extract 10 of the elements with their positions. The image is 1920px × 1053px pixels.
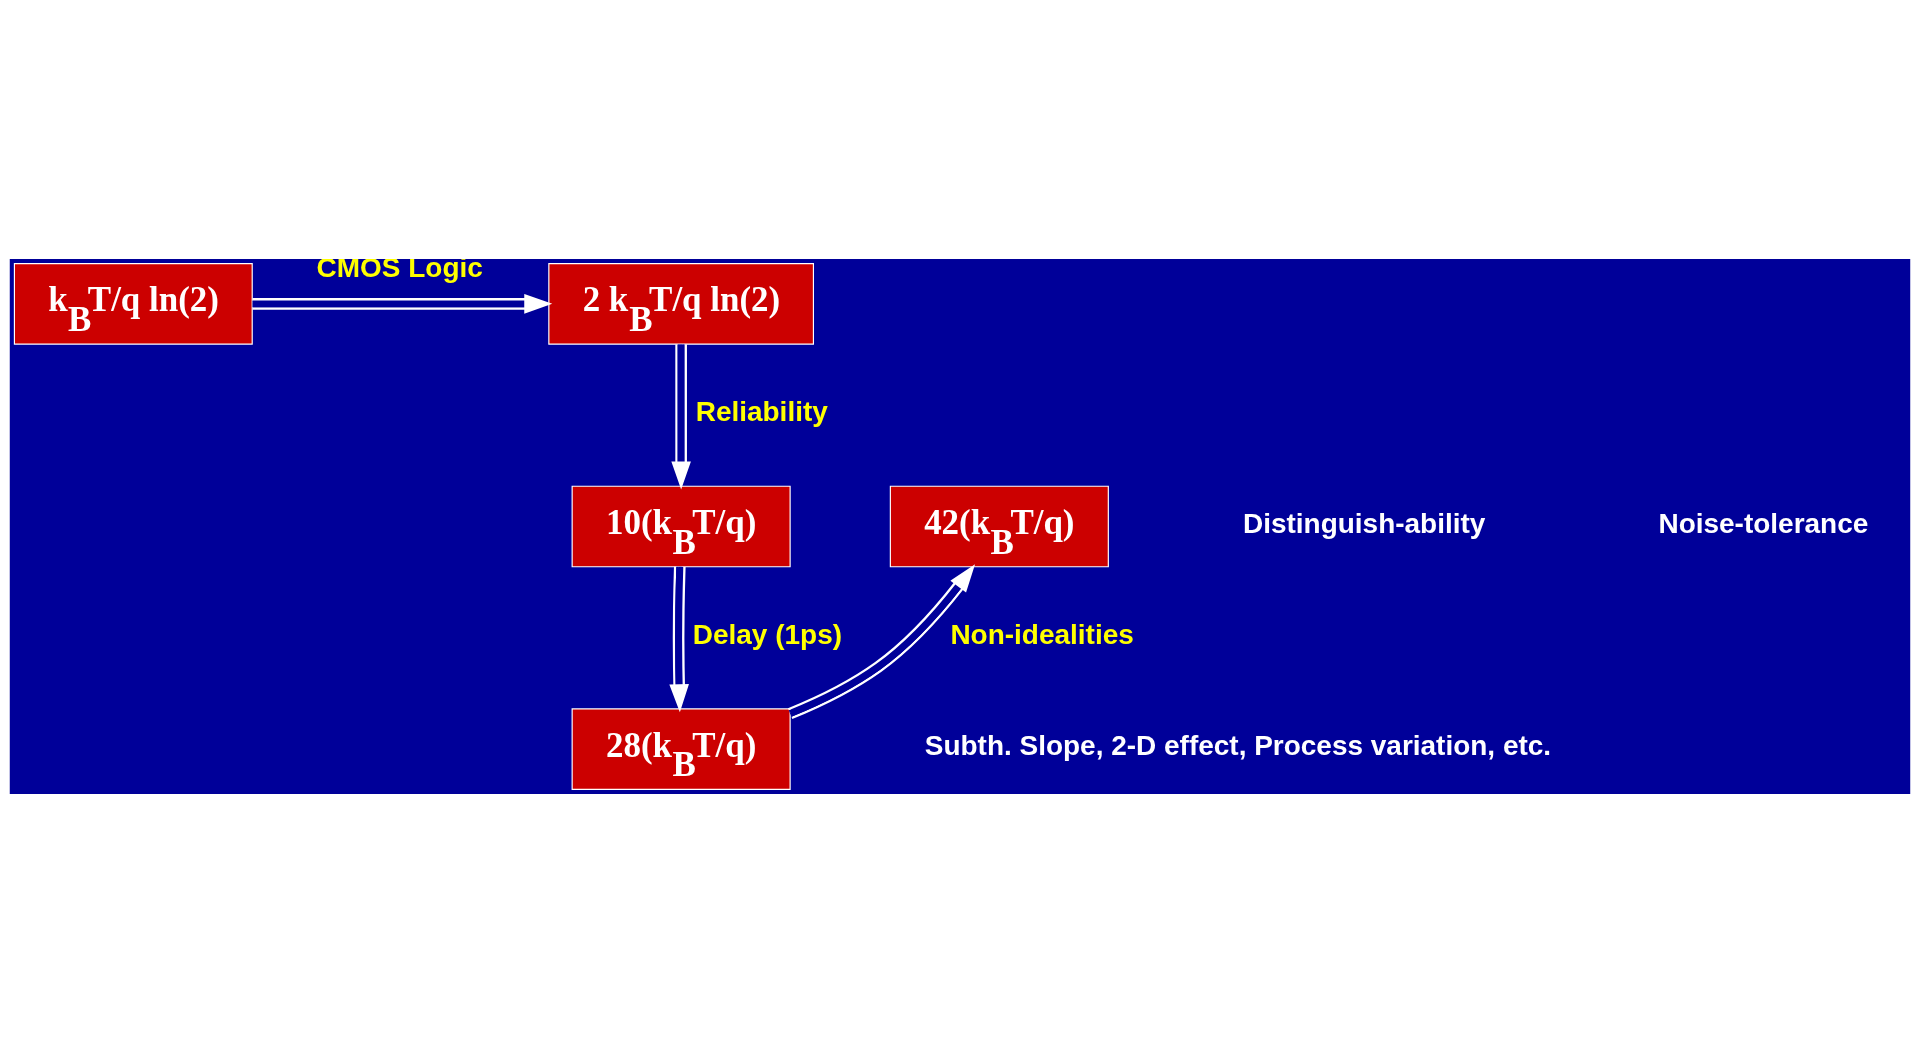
edge-label: Non-idealities (950, 618, 1134, 650)
label: Noise-tolerance (1658, 507, 1869, 539)
label: Subth. Slope, 2-D effect, Process variation, etc. (924, 730, 1552, 762)
label: Distinguish-ability (1242, 507, 1486, 539)
edge-label: Reliability (695, 396, 828, 428)
arrow (671, 344, 691, 490)
arrow (787, 564, 976, 719)
arrow (669, 566, 689, 713)
arrow (252, 294, 553, 314)
edge-label: Delay (1ps) (692, 618, 843, 650)
